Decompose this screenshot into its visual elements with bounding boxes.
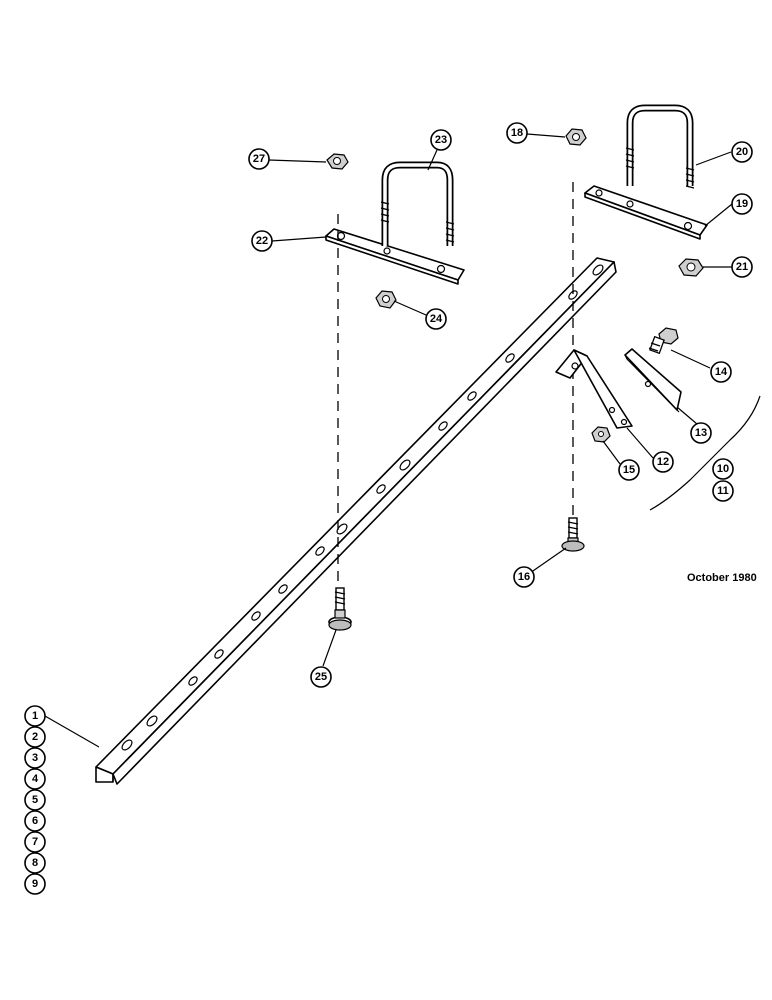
svg-text:4: 4 <box>32 773 39 785</box>
callout-25: 25 <box>310 666 332 688</box>
svg-text:13: 13 <box>695 427 707 439</box>
nut-15 <box>591 426 611 443</box>
svg-text:22: 22 <box>256 235 268 247</box>
callout-1: 1 <box>24 705 46 727</box>
svg-text:19: 19 <box>736 198 748 210</box>
callout-8: 8 <box>24 852 46 874</box>
nut-21 <box>678 258 704 277</box>
date-stamp: October 1980 <box>687 572 757 584</box>
callout-9: 9 <box>24 873 46 895</box>
brace-10-11 <box>649 395 761 511</box>
callout-5: 5 <box>24 789 46 811</box>
carriage-bolt-25 <box>328 587 352 631</box>
svg-text:7: 7 <box>32 836 38 848</box>
u-bolt-20 <box>625 104 695 189</box>
svg-text:24: 24 <box>430 313 443 325</box>
carriage-bolt-16 <box>561 517 585 552</box>
callout-16: 16 <box>513 566 535 588</box>
callout-2: 2 <box>24 726 46 748</box>
svg-text:27: 27 <box>253 153 265 165</box>
plate-19 <box>584 185 708 240</box>
svg-text:10: 10 <box>717 463 729 475</box>
svg-text:3: 3 <box>32 752 38 764</box>
svg-text:20: 20 <box>736 146 748 158</box>
callout-18: 18 <box>506 122 528 144</box>
svg-text:2: 2 <box>32 731 38 743</box>
svg-text:23: 23 <box>435 134 447 146</box>
u-bolt-23 <box>380 161 455 246</box>
callout-10: 10 <box>712 458 734 480</box>
svg-text:1: 1 <box>32 710 38 722</box>
svg-text:5: 5 <box>32 794 38 806</box>
svg-text:11: 11 <box>717 485 729 497</box>
callout-20: 20 <box>731 141 753 163</box>
svg-text:21: 21 <box>736 261 748 273</box>
svg-text:12: 12 <box>657 456 669 468</box>
callout-4: 4 <box>24 768 46 790</box>
svg-text:16: 16 <box>518 571 530 583</box>
svg-text:15: 15 <box>623 464 635 476</box>
callout-21: 21 <box>731 256 753 278</box>
callout-11: 11 <box>712 480 734 502</box>
nut-27 <box>326 153 349 170</box>
plate-22 <box>325 228 465 285</box>
bracket-12 <box>555 349 633 429</box>
callout-3: 3 <box>24 747 46 769</box>
angle-bar <box>95 257 617 785</box>
svg-text:25: 25 <box>315 671 327 683</box>
callout-23: 23 <box>430 129 452 151</box>
svg-text:8: 8 <box>32 857 38 869</box>
svg-text:6: 6 <box>32 815 38 827</box>
bolt-14 <box>648 327 679 355</box>
callout-27: 27 <box>248 148 270 170</box>
callout-7: 7 <box>24 831 46 853</box>
svg-text:14: 14 <box>715 366 728 378</box>
svg-text:18: 18 <box>511 127 523 139</box>
callout-22: 22 <box>251 230 273 252</box>
callout-24: 24 <box>425 308 447 330</box>
callout-14: 14 <box>710 361 732 383</box>
plate-13 <box>624 348 682 413</box>
svg-text:9: 9 <box>32 878 38 890</box>
callout-13: 13 <box>690 422 712 444</box>
callout-12: 12 <box>652 451 674 473</box>
callout-6: 6 <box>24 810 46 832</box>
nut-24 <box>375 290 397 309</box>
nut-18 <box>565 128 587 146</box>
leader-lines <box>44 133 733 748</box>
callout-15: 15 <box>618 459 640 481</box>
callout-19: 19 <box>731 193 753 215</box>
